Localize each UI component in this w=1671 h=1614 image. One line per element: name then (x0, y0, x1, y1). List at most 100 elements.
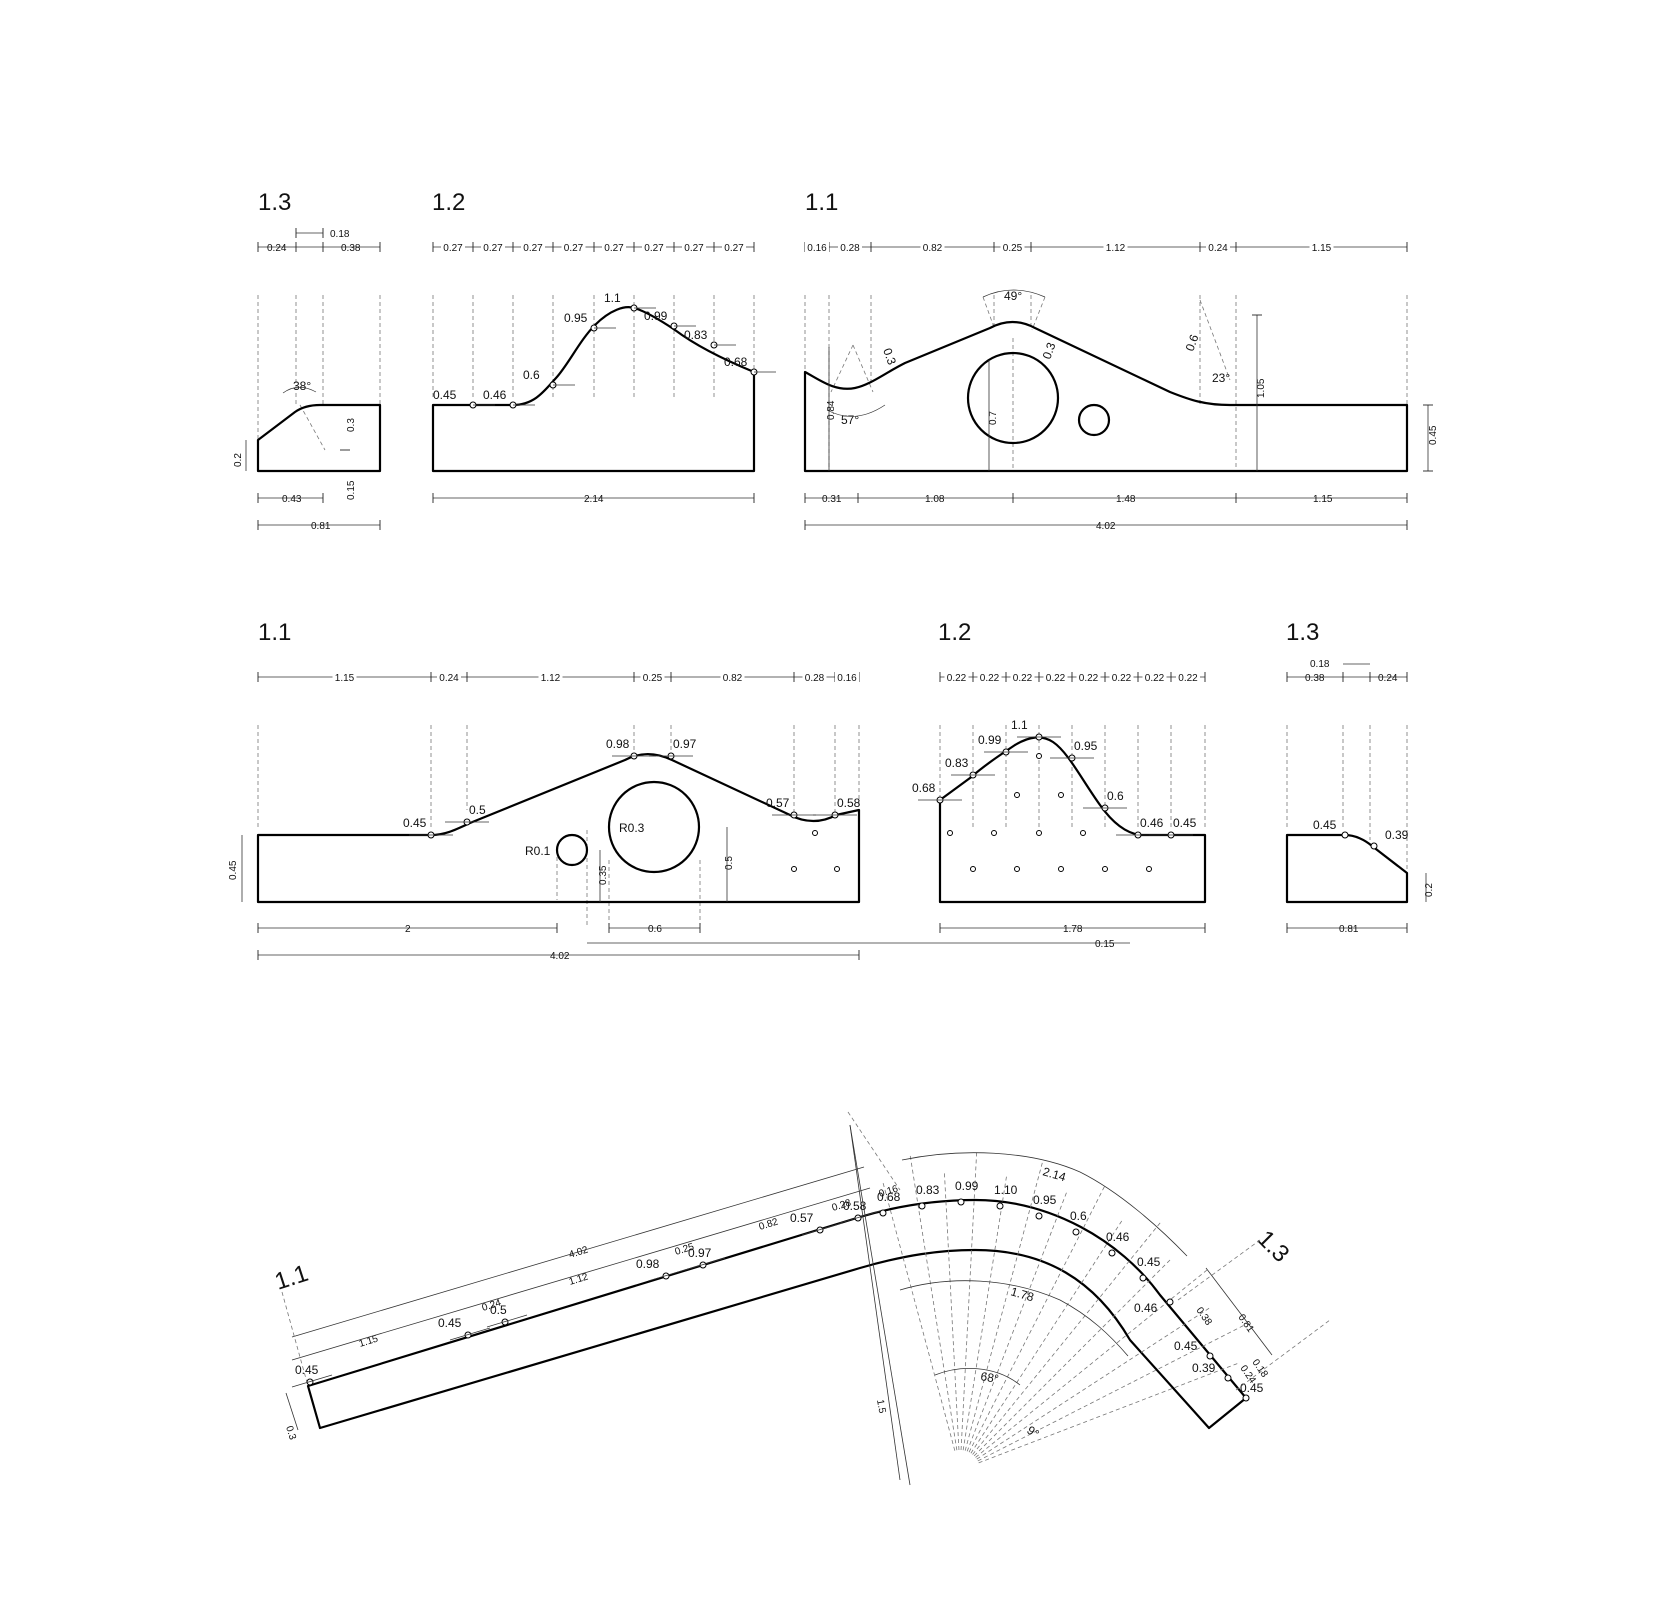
section-label-mid-1-3: 1.3 (1286, 619, 1319, 646)
pin-mid-12-10 (1102, 866, 1108, 872)
plan-height-11-1: 0.45 (438, 1316, 462, 1330)
h-mid-11-05: 0.5 (724, 856, 735, 870)
dim-top-12-4: 0.27 (604, 243, 624, 254)
pin-mid-11-1 (791, 866, 797, 872)
height-mid-12-0: 0.68 (912, 781, 936, 795)
dim-top-11-3: 0.25 (1003, 243, 1023, 254)
plan-fan-line-2 (943, 1170, 960, 1451)
dim-top-12-1: 0.27 (483, 243, 503, 254)
section-label-plan-1-3: 1.3 (1252, 1225, 1295, 1268)
dim-mid-13-081: 0.81 (1339, 924, 1359, 935)
dim-top-12-2: 0.27 (523, 243, 543, 254)
h-top-13-015: 0.15 (346, 480, 357, 500)
dim-top-11-0: 0.16 (807, 243, 827, 254)
height-top-12-7: 0.68 (724, 355, 748, 369)
dim-mid-015: 0.15 (1095, 939, 1115, 950)
plan-outline (306, 1198, 1248, 1430)
plan-height-12-5: 0.6 (1070, 1209, 1087, 1223)
hole-large-top (966, 351, 1060, 445)
plan-fan-line-4 (962, 1173, 1008, 1451)
height-mid-11-0: 0.45 (403, 816, 427, 830)
dim-mid-12-178: 1.78 (1063, 924, 1083, 935)
pin-mid-12-0 (1036, 753, 1042, 759)
plan-height-13-1: 0.45 (1174, 1339, 1198, 1353)
plan-fan-line-3 (960, 1150, 978, 1451)
height-top-12-6: 0.83 (684, 328, 708, 342)
pin-mid-12-1 (1014, 792, 1020, 798)
h-top-11-045: 0.45 (1428, 425, 1439, 445)
plan-fan-line-8 (970, 1218, 1124, 1454)
plan-height-11-0: 0.45 (295, 1363, 319, 1377)
dim-top-12-7: 0.27 (724, 243, 744, 254)
section-label-top-1-3: 1.3 (258, 189, 291, 216)
plan-fan-line-6 (966, 1189, 1068, 1452)
plan-height-12-7: 0.45 (1137, 1255, 1161, 1269)
plan-height-11-6: 0.58 (843, 1199, 867, 1213)
dim-top-13-024: 0.24 (267, 243, 287, 254)
dim-bottom-12-214: 2.14 (584, 494, 604, 505)
pin-mid-11-2 (834, 866, 840, 872)
height-mid-12-4: 0.95 (1074, 739, 1098, 753)
dim-mid-12-0: 0.22 (947, 673, 967, 684)
plan-thick-03: 0.3 (283, 1425, 298, 1442)
height-mid-12-5: 0.6 (1107, 789, 1124, 803)
h-mid-11-035: 0.35 (598, 865, 609, 885)
height-top-12-3: 0.95 (564, 311, 588, 325)
height-top-12-5: 0.99 (644, 309, 668, 323)
plan-fan-line-9 (972, 1221, 1162, 1455)
label-r03: R0.3 (619, 821, 645, 835)
height-mid-12-7: 0.45 (1173, 816, 1197, 830)
dim-bottom-11-108: 1.08 (925, 494, 945, 505)
plan-height-11-3: 0.98 (636, 1257, 660, 1271)
dim-mid-12-2: 0.22 (1013, 673, 1033, 684)
height-top-12-2: 0.6 (523, 368, 540, 382)
dim-mid-11-402: 4.02 (550, 951, 570, 962)
angle-57: 57° (841, 413, 859, 427)
height-mid-11-2: 0.98 (606, 737, 630, 751)
dim-mid-11-5: 0.28 (805, 673, 825, 684)
height-top-12-4: 1.1 (604, 291, 621, 305)
plan-height-11-4: 0.97 (688, 1246, 712, 1260)
plan-view: 1.1 1.3 2.14 1.78 68° 9° 1.5 4.02 0.450.… (272, 1111, 1331, 1486)
dim-mid-12-3: 0.22 (1046, 673, 1066, 684)
section-label-mid-1-2: 1.2 (938, 619, 971, 646)
hole-small-top (1077, 403, 1111, 437)
plan-height-11-2: 0.5 (490, 1303, 507, 1317)
dim-top-13-018: 0.18 (330, 229, 350, 240)
plan-dim-11-2: 1.12 (568, 1272, 590, 1288)
hole-r03 (607, 780, 701, 874)
height-mid-11-4: 0.57 (766, 796, 790, 810)
plan-height-11-5: 0.57 (790, 1211, 814, 1225)
dim-mid-12-4: 0.22 (1079, 673, 1099, 684)
pin-mid-12-9 (1058, 866, 1064, 872)
plan-fan-line-1 (909, 1153, 958, 1451)
profile-top-1-1 (803, 320, 1409, 473)
plan-radius-15: 1.5 (874, 1399, 887, 1415)
height-mid-11-1: 0.5 (469, 803, 486, 817)
profile-mid-1-1 (256, 752, 861, 904)
section-label-plan-1-1: 1.1 (272, 1260, 312, 1296)
section-label-top-1-2: 1.2 (432, 189, 465, 216)
dim-bottom-13-043: 0.43 (282, 494, 302, 505)
angle-38: 38° (293, 379, 311, 393)
h-top-13-03: 0.3 (346, 418, 357, 432)
height-mid-12-3: 1.1 (1011, 718, 1028, 732)
dim-overall-11-402: 4.02 (1096, 521, 1116, 532)
dim-mid-11-4: 0.82 (723, 673, 743, 684)
r03-left: 0.3 (880, 346, 899, 367)
dim-mid-11-06: 0.6 (648, 924, 662, 935)
dim-mid-11-3: 0.25 (643, 673, 663, 684)
plan-fan-line-10 (973, 1257, 1173, 1457)
dim-mid-13-018: 0.18 (1310, 659, 1330, 670)
section-label-mid-1-1: 1.1 (258, 619, 291, 646)
h-top-13-02: 0.2 (233, 453, 244, 467)
plan-sweep-68: 68° (979, 1369, 1000, 1386)
plan-arc-214: 2.14 (1041, 1164, 1068, 1184)
dim-bottom-11-115: 1.15 (1313, 494, 1333, 505)
plan-overall-402: 4.02 (568, 1245, 590, 1261)
profile-mid-1-2 (938, 736, 1207, 904)
height-mid-11-5: 0.58 (837, 796, 861, 810)
pin-mid-12-11 (1146, 866, 1152, 872)
plan-fan-line-12 (976, 1306, 1212, 1460)
